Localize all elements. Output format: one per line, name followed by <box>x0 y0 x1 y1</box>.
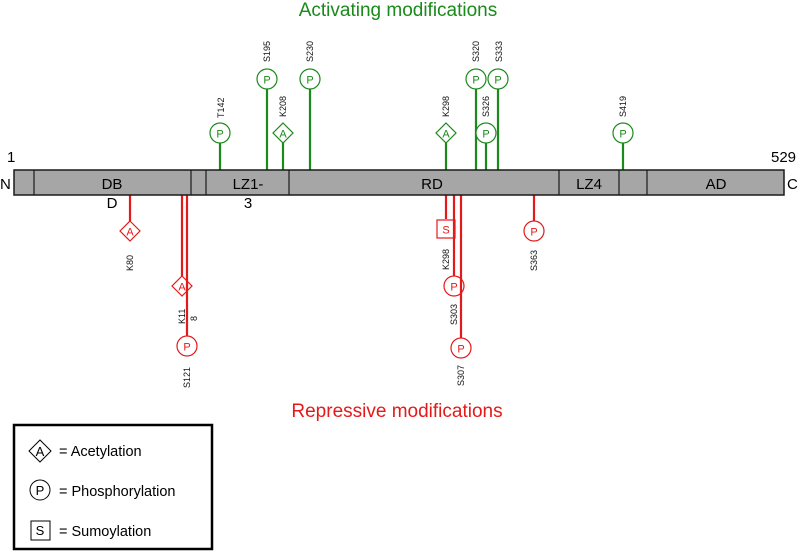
repressive-s121-marker-symbol: P <box>183 342 190 354</box>
activating-s326-marker-symbol: P <box>482 129 489 141</box>
acetylation-diamond-icon <box>28 439 52 463</box>
domain-lz4-label: LZ4 <box>576 176 602 193</box>
legend-phosphorylation-label: = Phosphorylation <box>59 484 175 500</box>
repressive-k80-marker-symbol: A <box>126 227 134 239</box>
activating-k298-marker-symbol: A <box>442 129 450 141</box>
repressive-s303-phosphorylation-marker <box>443 275 465 297</box>
repressive-s121-site-label: S121 <box>182 367 192 388</box>
legend: A = Acetylation P = Phosphorylation S = … <box>12 423 214 551</box>
repressive-s307-phosphorylation-marker <box>450 337 472 359</box>
activating-s320-marker-symbol: P <box>472 75 479 87</box>
repressive-k11-marker-symbol: A <box>178 282 186 294</box>
legend-acetylation-label: = Acetylation <box>59 444 142 460</box>
repressive-s363-site-label: S363 <box>529 250 539 271</box>
activating-s195-marker-symbol: P <box>263 75 270 87</box>
protein-backbone <box>13 169 785 196</box>
activating-k208-site-label: K208 <box>278 96 288 117</box>
start-residue-label: 1 <box>7 149 15 166</box>
activating-t142-phosphorylation-marker <box>209 122 231 144</box>
legend-sumoylation-label: = Sumoylation <box>59 524 151 540</box>
repressive-s303-site-label: S303 <box>449 304 459 325</box>
activating-k208-marker-symbol: A <box>279 129 287 141</box>
repressive-title: Repressive modifications <box>291 401 502 422</box>
activating-s419-phosphorylation-marker <box>612 122 634 144</box>
repressive-k80-site-label: K80 <box>125 255 135 271</box>
repressive-s307-site-label: S307 <box>456 365 466 386</box>
end-residue-label: 529 <box>771 149 796 166</box>
activating-s326-phosphorylation-marker <box>475 122 497 144</box>
activating-title: Activating modifications <box>299 0 498 21</box>
activating-s333-site-label: S333 <box>494 41 504 62</box>
n-terminus-label: N <box>0 176 11 193</box>
stem-layer: PT142PS195AK208PS230AK298PS320PS326PS333… <box>119 41 634 388</box>
activating-s195-site-label: S195 <box>262 41 272 62</box>
repressive-k11-wrap-site-label: 8 <box>189 316 199 321</box>
legend-phosphorylation-symbol: P <box>36 483 45 498</box>
activating-s230-phosphorylation-marker <box>299 68 321 90</box>
c-terminus-label: C <box>787 176 798 193</box>
activating-t142-marker-symbol: P <box>216 129 223 141</box>
legend-acetylation-symbol: A <box>36 444 45 459</box>
activating-k298-site-label: K298 <box>441 96 451 117</box>
phosphorylation-circle-icon <box>29 479 51 501</box>
domain-db-label: DB <box>102 176 123 193</box>
repressive-s363-marker-symbol: P <box>530 227 537 239</box>
repressive-k80-acetylation-marker <box>119 220 141 242</box>
repressive-s307-marker-symbol: P <box>457 344 464 356</box>
repressive-s121-phosphorylation-marker <box>176 335 198 357</box>
activating-k298-acetylation-marker <box>435 122 457 144</box>
domain-ad-label: AD <box>706 176 727 193</box>
protein-bar <box>13 169 785 196</box>
activating-s230-site-label: S230 <box>305 41 315 62</box>
activating-s419-site-label: S419 <box>618 96 628 117</box>
legend-sumoylation-symbol: S <box>36 523 45 538</box>
domain-rd-label: RD <box>421 176 443 193</box>
activating-s333-phosphorylation-marker <box>487 68 509 90</box>
sumoylation-square-icon <box>30 520 51 541</box>
repressive-s303-marker-symbol: P <box>450 282 457 294</box>
activating-s230-marker-symbol: P <box>306 75 313 87</box>
repressive-k298-marker-symbol: S <box>442 225 449 237</box>
activating-k208-acetylation-marker <box>272 122 294 144</box>
activating-s320-site-label: S320 <box>471 41 481 62</box>
domain-lz13-label: LZ1- <box>233 176 264 193</box>
repressive-k298-site-label: K298 <box>441 249 451 270</box>
domain-db-label-wrap: D <box>107 195 118 212</box>
activating-s326-site-label: S326 <box>481 96 491 117</box>
activating-s195-phosphorylation-marker <box>256 68 278 90</box>
domain-lz13-label-wrap: 3 <box>244 195 252 212</box>
activating-s320-phosphorylation-marker <box>465 68 487 90</box>
activating-s419-marker-symbol: P <box>619 129 626 141</box>
repressive-s363-phosphorylation-marker <box>523 220 545 242</box>
activating-t142-site-label: T142 <box>216 97 226 118</box>
activating-s333-marker-symbol: P <box>494 75 501 87</box>
repressive-k11-site-label: K11 <box>177 309 187 324</box>
